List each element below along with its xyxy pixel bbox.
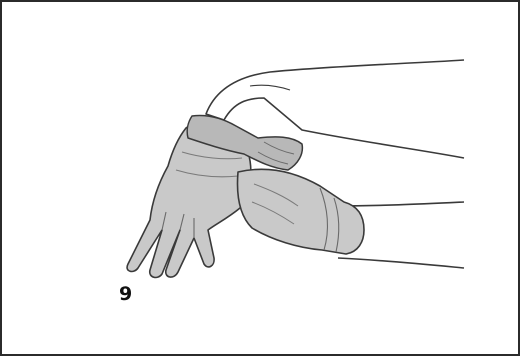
- step-number-label: 9: [119, 285, 132, 304]
- glove-sleeve: [238, 169, 364, 254]
